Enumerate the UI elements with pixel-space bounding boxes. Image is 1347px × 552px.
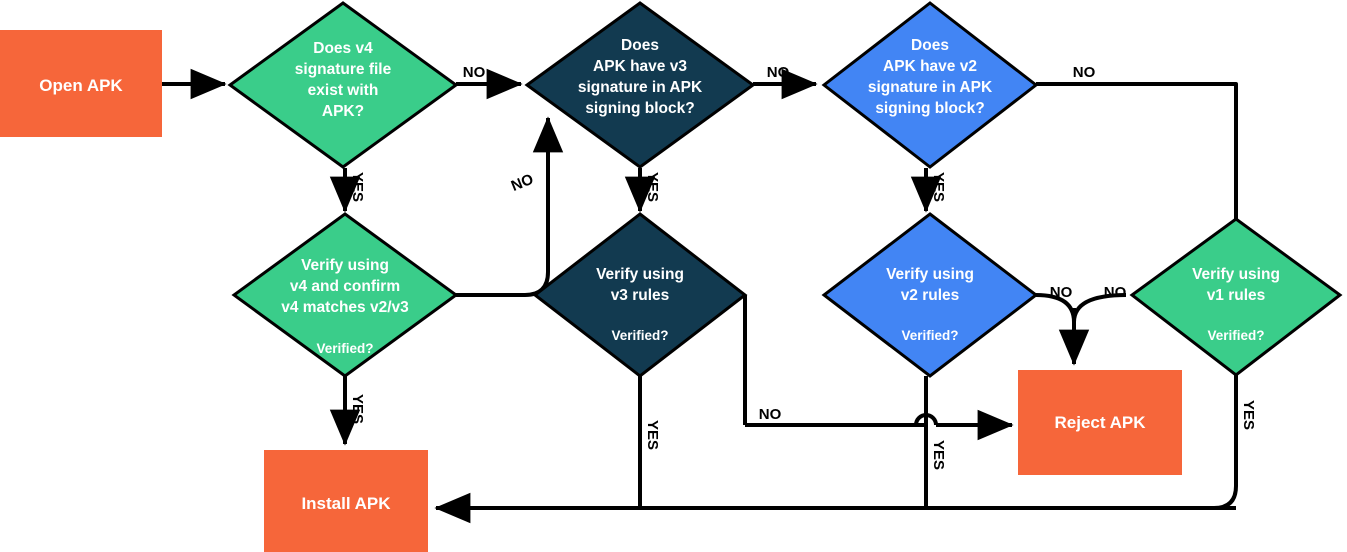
v1-verify-diamond <box>1129 217 1343 377</box>
v4-exists-diamond <box>227 1 459 169</box>
v4-verify-diamond <box>231 212 459 378</box>
v3-verify-label-2: v3 rules <box>611 287 670 304</box>
v2-verify-label-1: Verify using <box>886 266 974 283</box>
v3-exists-label-3: signature in APK <box>578 79 703 96</box>
node-v3-exists[interactable]: Does APK have v3 signature in APK signin… <box>524 1 756 169</box>
edge-label-v4exists-no: NO <box>463 64 486 81</box>
v2-exists-diamond <box>821 1 1039 169</box>
edge-labels-layer: NO YES NO YES NO YES NO YES NO YES NO NO… <box>349 64 1257 470</box>
node-v1-verify[interactable]: Verify using v1 rules Verified? <box>1129 217 1343 377</box>
edge-label-v3verify-yes: YES <box>644 420 661 450</box>
node-v2-exists[interactable]: Does APK have v2 signature in APK signin… <box>821 1 1039 169</box>
node-v3-verify[interactable]: Verify using v3 rules Verified? <box>532 212 748 378</box>
v1-verify-label-2: v1 rules <box>1207 287 1266 304</box>
reject-apk-label: Reject APK <box>1054 413 1146 432</box>
node-v2-verify[interactable]: Verify using v2 rules Verified? <box>821 212 1039 378</box>
node-install-apk[interactable]: Install APK <box>264 450 428 552</box>
line-hop-marker <box>914 413 938 426</box>
edge-label-v2exists-no: NO <box>1073 64 1096 81</box>
v2-exists-label-1: Does <box>911 37 949 54</box>
v3-verify-sublabel: Verified? <box>611 328 668 343</box>
edge-label-v1verify-no: NO <box>1104 284 1127 301</box>
v3-exists-label-4: signing block? <box>585 100 694 117</box>
node-v4-verify[interactable]: Verify using v4 and confirm v4 matches v… <box>231 212 459 378</box>
edge-label-v3exists-yes: YES <box>644 172 661 202</box>
open-apk-box <box>0 30 162 137</box>
edge-label-v1verify-yes: YES <box>1240 400 1257 430</box>
edge-label-v3exists-no: NO <box>767 64 790 81</box>
v4-exists-label-3: exist with <box>308 82 379 99</box>
v2-verify-sublabel: Verified? <box>901 328 958 343</box>
v4-exists-label-1: Does v4 <box>313 40 373 57</box>
v4-verify-label-1: Verify using <box>301 257 389 274</box>
edge-label-v4verify-yes: YES <box>349 394 366 424</box>
open-apk-label: Open APK <box>39 76 123 95</box>
node-reject-apk[interactable]: Reject APK <box>1018 370 1182 475</box>
edge-label-v3verify-no: NO <box>759 406 782 423</box>
v2-exists-label-3: signature in APK <box>868 79 993 96</box>
v2-exists-label-4: signing block? <box>875 100 984 117</box>
install-apk-label: Install APK <box>301 494 391 513</box>
v4-exists-label-2: signature file <box>295 61 392 78</box>
edge-label-v4verify-no: NO <box>509 171 537 195</box>
v3-exists-label-2: APK have v3 <box>593 58 687 75</box>
node-v4-exists[interactable]: Does v4 signature file exist with APK? <box>227 1 459 169</box>
edge-label-v2exists-yes: YES <box>930 172 947 202</box>
v1-verify-sublabel: Verified? <box>1207 328 1264 343</box>
edge-v2exists-no <box>1036 82 1238 222</box>
edge-v4verify-no <box>456 116 564 297</box>
v2-verify-label-2: v2 rules <box>901 287 960 304</box>
edge-label-v2verify-no: NO <box>1050 284 1073 301</box>
node-open-apk[interactable]: Open APK <box>0 30 162 137</box>
v3-exists-label-1: Does <box>621 37 659 54</box>
v4-verify-label-3: v4 matches v2/v3 <box>281 299 409 316</box>
v3-verify-label-1: Verify using <box>596 266 684 283</box>
v1-verify-label-1: Verify using <box>1192 266 1280 283</box>
install-apk-box <box>264 450 428 552</box>
v2-verify-diamond <box>821 212 1039 378</box>
v3-verify-diamond <box>532 212 748 378</box>
v2-exists-label-2: APK have v2 <box>883 58 977 75</box>
v4-exists-label-4: APK? <box>322 103 364 120</box>
v4-verify-label-2: v4 and confirm <box>290 278 400 295</box>
v4-verify-sublabel: Verified? <box>316 341 373 356</box>
edge-v1verify-yes <box>1212 375 1238 510</box>
v3-exists-diamond <box>524 1 756 169</box>
edges-layer <box>162 68 1238 524</box>
reject-apk-box <box>1018 370 1182 475</box>
edge-label-v4exists-yes: YES <box>349 172 366 202</box>
edge-label-v2verify-yes: YES <box>930 440 947 470</box>
